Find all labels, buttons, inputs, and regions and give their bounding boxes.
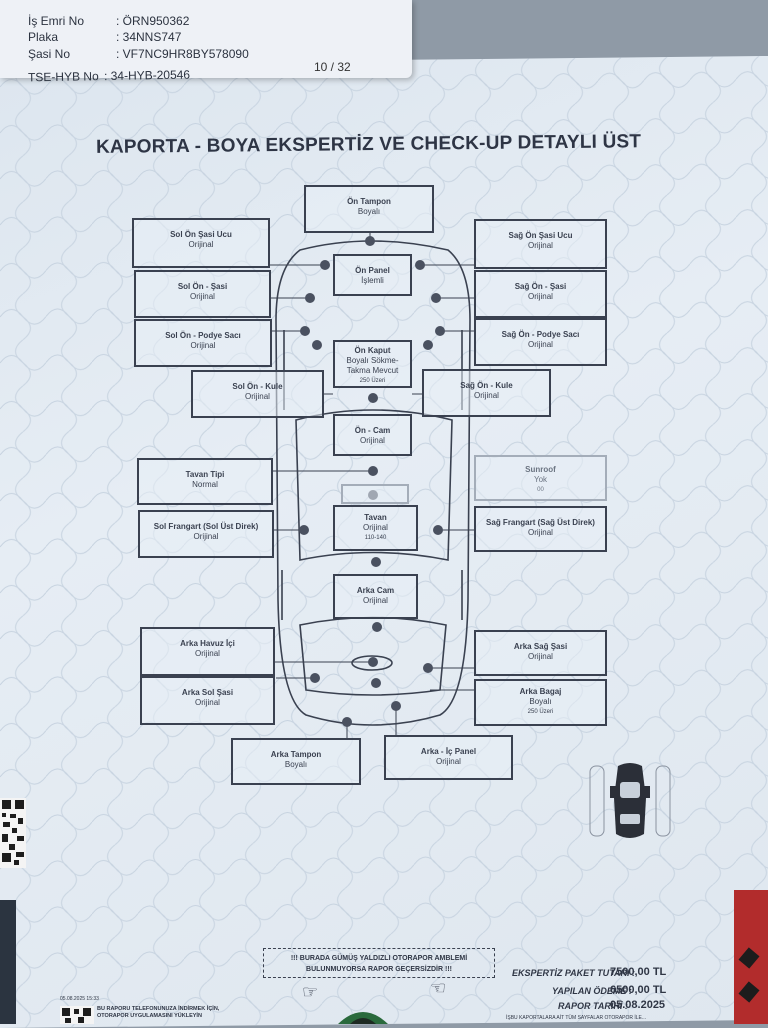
marker-dot (305, 293, 315, 303)
edge-shadow (0, 900, 16, 1024)
app-download-note: BU RAPORU TELEFONUNUZA İNDİRMEK İÇİN, OT… (97, 1006, 219, 1020)
marker-dot (371, 557, 381, 567)
hand-pointer-icon: ☞ (302, 982, 319, 1002)
marker-dot (310, 673, 320, 683)
marker-dot (423, 663, 433, 673)
marker-dot (435, 326, 445, 336)
marker-dot (433, 525, 443, 535)
header-label: Plaka (28, 30, 59, 44)
app-note-line: OTORAPOR UYGULAMASINI YÜKLEYİN (97, 1013, 202, 1019)
header-row: Şasi No : VF7NC9HR8BY578090 (28, 47, 249, 61)
odeme-value: 6500,00 TL (610, 984, 667, 996)
header-value: : ÖRN950362 (116, 14, 190, 28)
part-sag-frangart: Sağ Frangart (Sağ Üst Direk)Orijinal (474, 506, 607, 552)
warning-box: !!! BURADA GÜMÜŞ YALDIZLI OTORAPOR AMBLE… (263, 948, 495, 978)
warning-text: BULUNMUYORSA RAPOR GEÇERSİZDİR !!! (306, 966, 452, 973)
tarih-label: RAPOR TARİHİ : (558, 1001, 628, 1011)
odeme-label: YAPILAN ÖDEME : (552, 986, 632, 996)
sunroof-outline (341, 484, 409, 504)
paket-value: 7500,00 TL (610, 966, 667, 978)
marker-dot (368, 466, 378, 476)
marker-dot (300, 326, 310, 336)
header-label: İş Emri No (28, 14, 85, 28)
page-number: 10 / 32 (314, 60, 351, 74)
report-timestamp: 05.08.2025 15:33 (60, 996, 99, 1002)
header-label: Şasi No (28, 47, 71, 61)
marker-dot (431, 293, 441, 303)
qr-code-icon (0, 798, 26, 868)
marker-dot (342, 717, 352, 727)
header-value: : 34NNS747 (116, 30, 182, 44)
part-sol-frangart: Sol Frangart (Sol Üst Direk)Orijinal (138, 510, 274, 558)
emblem-icon (338, 1012, 388, 1024)
tarih-value: 05.08.2025 (610, 999, 666, 1011)
marker-dot (372, 622, 382, 632)
marker-dot (312, 340, 322, 350)
header-row: İş Emri No : ÖRN950362 (28, 14, 189, 28)
header-row: Plaka : 34NNS747 (28, 30, 181, 44)
header-card: İş Emri No : ÖRN950362 Plaka : 34NNS747 Şa… (0, 0, 412, 78)
marker-dot (299, 525, 309, 535)
warning-text: !!! BURADA GÜMÜŞ YALDIZLI OTORAPOR AMBLE… (290, 955, 468, 962)
header-value: : VF7NC9HR8BY578090 (116, 47, 249, 61)
app-note-line: BU RAPORU TELEFONUNUZA İNDİRMEK İÇİN, (97, 1006, 220, 1012)
marker-dot (391, 701, 401, 711)
marker-dot (371, 678, 381, 688)
marker-dot (368, 657, 378, 667)
qr-code-small-icon (60, 1006, 94, 1024)
legal-note: İŞBU KAPORTALARA AİT TÜM SAYFALAR OTORAP… (506, 1015, 647, 1021)
marker-dot (368, 393, 378, 403)
marker-dot (415, 260, 425, 270)
marker-dot (423, 340, 433, 350)
hand-pointer-icon: ☜ (430, 978, 447, 998)
car-icon (589, 763, 671, 838)
marker-dot (365, 236, 375, 246)
paket-label: EKSPERTİZ PAKET TUTARI : (512, 968, 636, 978)
marker-dot (320, 260, 330, 270)
